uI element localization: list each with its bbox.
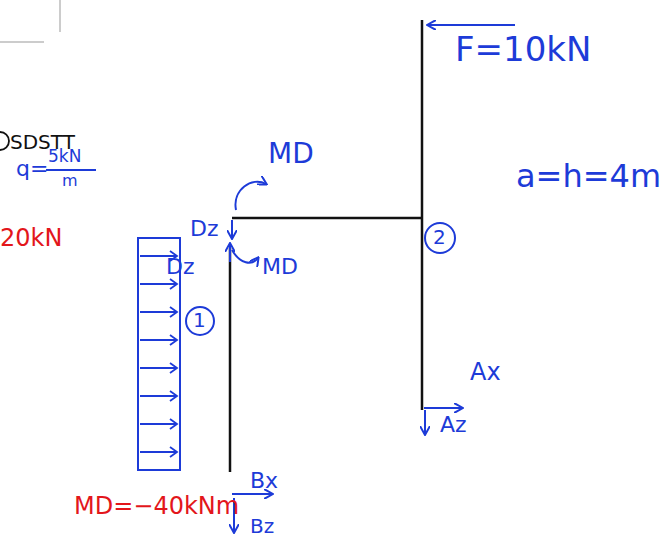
reaction-label: Ax <box>470 360 501 384</box>
moment-label: MD <box>268 140 314 168</box>
load-label: q= <box>16 158 48 180</box>
moment-value: MD=−40kNm <box>74 494 239 518</box>
reaction-label: Bz <box>250 516 274 536</box>
member-number: 2 <box>433 227 446 247</box>
force-label: Dz <box>166 256 195 278</box>
load-value: 5kN <box>48 148 81 165</box>
force-value: F=10kN <box>455 32 591 66</box>
member-number: 1 <box>193 310 206 330</box>
dimension-text: a=h=4m <box>516 160 661 192</box>
reaction-label: Az <box>440 414 467 436</box>
force-label: Dz <box>190 218 219 240</box>
resultant-force: 20kN <box>0 226 62 250</box>
load-unit: m <box>62 173 78 189</box>
reaction-label: Bx <box>250 470 278 492</box>
moment-label: MD <box>262 256 298 278</box>
